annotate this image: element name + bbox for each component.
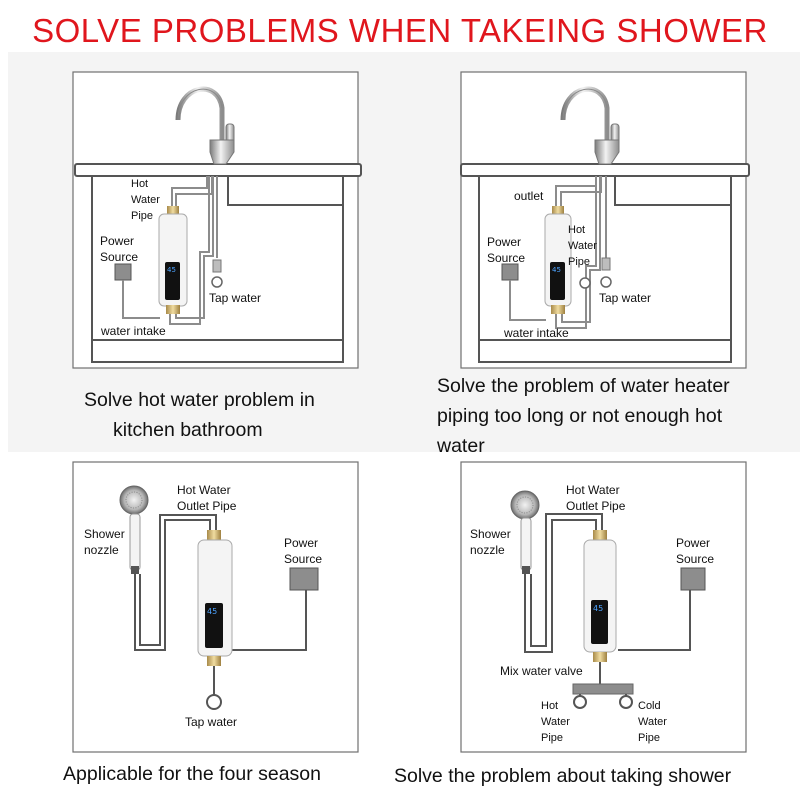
label-water-intake: water intake (101, 324, 166, 338)
caption-kitchen: Solve hot water problem in kitchen bathr… (84, 385, 315, 445)
label-line: Shower (470, 527, 511, 541)
label-line: Power (284, 536, 319, 550)
water-heater-icon: 45 (197, 530, 233, 666)
label-shower-nozzle: Shower nozzle (84, 526, 125, 558)
label-line: Shower (84, 527, 125, 541)
label-line: Hot Water (566, 483, 620, 497)
panel-kitchen-diagram: 45 (72, 71, 362, 369)
label-line: Source (100, 250, 139, 264)
pipes (169, 176, 218, 325)
label-hot-water-pipe: Hot Water Pipe (541, 698, 570, 746)
water-heater-icon: 45 (158, 206, 188, 314)
label-line: Pipe (131, 210, 154, 222)
label-hot-water-outlet-pipe: Hot Water Outlet Pipe (177, 482, 236, 514)
caption-line: Solve hot water problem in (84, 389, 315, 411)
caption-line: Solve the problem of water heater (437, 375, 730, 397)
label-water-intake: water intake (504, 326, 569, 340)
label-cold-water-pipe: Cold Water Pipe (638, 698, 667, 746)
label-line: Pipe (568, 256, 591, 268)
caption-long-pipe: Solve the problem of water heater piping… (437, 371, 730, 461)
svg-text:45: 45 (167, 266, 176, 274)
page-title: SOLVE PROBLEMS WHEN TAKEING SHOWER (32, 12, 768, 49)
shower-nozzle-icon (510, 490, 540, 574)
label-power-source: Power Source (487, 234, 525, 266)
label-tap-water: Tap water (185, 715, 238, 729)
label-tap-water: Tap water (599, 291, 652, 305)
label-line: Hot Water (177, 483, 231, 497)
label-mix-water-valve: Mix water valve (500, 664, 583, 678)
label-line: Hot (131, 178, 149, 190)
label-power-source: Power Source (284, 535, 322, 567)
label-line: nozzle (84, 543, 119, 557)
pipes (555, 176, 607, 329)
label-line: Hot (541, 700, 559, 712)
label-power-source: Power Source (676, 535, 714, 567)
panel-long-pipe-diagram: 45 (460, 71, 750, 369)
shower-nozzle-icon (119, 485, 149, 574)
label-hot-water-pipe: Hot Water Pipe (568, 222, 597, 270)
label-tap-water: Tap water (209, 291, 262, 305)
label-outlet: outlet (514, 189, 544, 203)
label-line: Water (541, 716, 570, 728)
panel-shower-diagram: 45 (460, 461, 747, 753)
label-line: Cold (638, 700, 661, 712)
svg-text:45: 45 (593, 604, 603, 613)
water-heater-icon: 45 (583, 530, 617, 662)
panel-four-season-diagram: 45 (72, 461, 359, 753)
label-line: Source (487, 251, 526, 265)
label-line: Source (284, 552, 323, 566)
caption-line: piping too long or not enough hot (437, 405, 723, 427)
label-hot-water-outlet-pipe: Hot Water Outlet Pipe (566, 482, 625, 514)
caption-line: kitchen bathroom (113, 419, 263, 441)
svg-text:45: 45 (552, 266, 561, 274)
faucet-icon (175, 86, 235, 165)
label-line: nozzle (470, 543, 505, 557)
pipes (524, 513, 691, 684)
label-line: Power (487, 235, 522, 249)
label-line: Power (676, 536, 711, 550)
water-heater-icon: 45 (544, 206, 572, 314)
label-line: Outlet Pipe (566, 499, 626, 513)
label-line: Pipe (541, 732, 564, 744)
label-line: Pipe (638, 732, 661, 744)
label-line: Water (568, 240, 597, 252)
label-hot-water-pipe: Hot Water Pipe (131, 176, 160, 224)
label-line: Outlet Pipe (177, 499, 237, 513)
label-line: Source (676, 552, 715, 566)
label-line: Water (131, 194, 160, 206)
faucet-icon (560, 86, 620, 165)
label-line: Water (638, 716, 667, 728)
label-line: Power (100, 234, 135, 248)
pipes (134, 514, 307, 695)
label-line: Hot (568, 224, 586, 236)
svg-text:45: 45 (207, 607, 217, 616)
label-shower-nozzle: Shower nozzle (470, 526, 511, 558)
caption-four-season: Applicable for the four season (63, 763, 321, 785)
caption-line: water (437, 435, 485, 457)
caption-shower: Solve the problem about taking shower (394, 765, 732, 787)
label-power-source: Power Source (100, 233, 138, 265)
